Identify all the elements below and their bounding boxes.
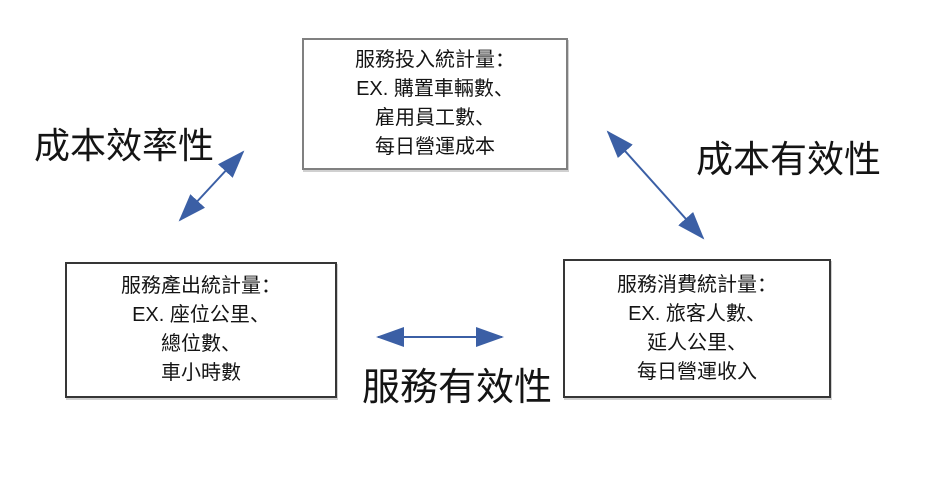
service-output-box: 服務產出統計量： EX. 座位公里、 總位數、 車小時數 (65, 262, 337, 398)
service-input-example-2: 雇用員工數、 (375, 107, 495, 129)
service-consumption-box: 服務消費統計量： EX. 旅客人數、 延人公里、 每日營運收入 (563, 259, 831, 398)
service-input-title: 服務投入統計量： (355, 49, 515, 71)
service-consumption-title: 服務消費統計量： (617, 273, 777, 296)
cost-effectiveness-label: 成本有效性 (696, 139, 881, 180)
service-output-example-2: 總位數、 (161, 333, 241, 355)
cost-efficiency-double-arrow-icon (178, 150, 245, 222)
service-consumption-example-2: 延人公里、 (647, 331, 747, 354)
service-output-example-1: EX. 座位公里、 (132, 304, 270, 326)
service-input-box: 服務投入統計量： EX. 購置車輛數、 雇用員工數、 每日營運成本 (302, 38, 568, 170)
service-output-title: 服務產出統計量： (121, 275, 281, 297)
service-output-example-3: 車小時數 (161, 362, 241, 384)
service-effectiveness-double-arrow-icon (376, 327, 504, 347)
cost-effectiveness-double-arrow-icon (606, 130, 705, 240)
service-consumption-example-3: 每日營運收入 (637, 360, 757, 383)
service-input-example-1: EX. 購置車輛數、 (356, 78, 514, 100)
service-effectiveness-label: 服務有效性 (362, 367, 553, 409)
service-input-example-3: 每日營運成本 (375, 136, 495, 158)
service-consumption-example-1: EX. 旅客人數、 (628, 302, 766, 325)
